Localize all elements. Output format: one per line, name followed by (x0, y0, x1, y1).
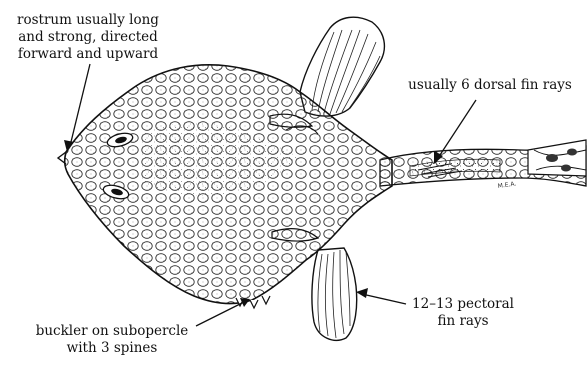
buckler-label-line-2: with 3 spines (24, 340, 200, 357)
dorsal-fin-label: usually 6 dorsal fin rays (402, 77, 578, 94)
pectoral-fin-label: 12–13 pectoral fin rays (408, 296, 518, 330)
arrow-pectoral (356, 288, 406, 304)
rostrum-label-line-3: forward and upward (0, 46, 176, 63)
buckler-label: buckler on subopercle with 3 spines (24, 323, 200, 357)
pectoral-fin-label-line-2: fin rays (408, 313, 518, 330)
pectoral-fin-label-line-1: 12–13 pectoral (408, 296, 518, 313)
rostrum-label-line-2: and strong, directed (0, 29, 176, 46)
rostrum-label: rostrum usually long and strong, directe… (0, 12, 176, 63)
artist-signature: M.E.A. (497, 180, 517, 190)
buckler-label-line-1: buckler on subopercle (24, 323, 200, 340)
rostrum-label-line-1: rostrum usually long (0, 12, 176, 29)
lower-pectoral-fin (312, 248, 357, 340)
dorsal-fin-label-line-1: usually 6 dorsal fin rays (402, 77, 578, 94)
tail (380, 140, 586, 186)
